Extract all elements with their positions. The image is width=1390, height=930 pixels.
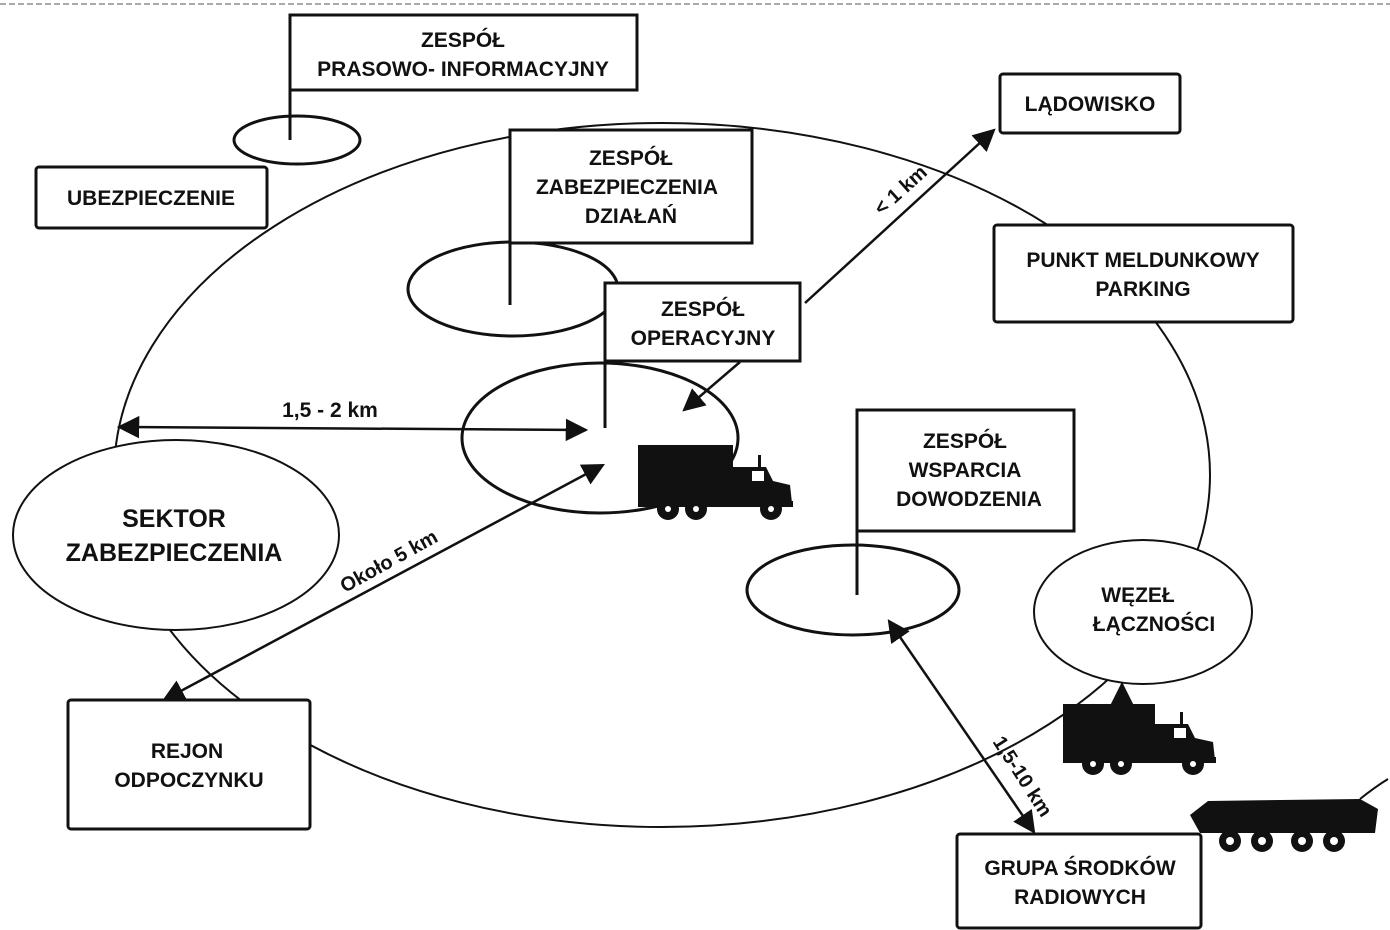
box-rejon-odpoczynku <box>66 698 312 831</box>
truck-icon <box>638 445 793 520</box>
label-zespol-operacyjny-2: OPERACYJNY <box>631 327 776 350</box>
truck-icon-wezel <box>1063 704 1216 775</box>
arrow-to-grupa <box>887 619 1036 834</box>
label-zespol-wsparcia-2: WSPARCIA <box>909 459 1022 482</box>
sektor-zabezpieczenia-ellipse <box>12 439 340 631</box>
label-ubezpieczenie: UBEZPIECZENIE <box>67 187 235 210</box>
box-zespol-zabezpieczenia <box>508 128 754 245</box>
label-zespol-operacyjny-1: ZESPÓŁ <box>661 297 745 321</box>
label-wezel-1: WĘZEŁ <box>1101 584 1175 607</box>
label-sektor-1: SEKTOR <box>122 505 226 533</box>
distance-to-grupa: 1,5-10 km <box>988 733 1056 821</box>
arrow-to-ladowisko <box>804 128 996 304</box>
label-sektor-2: ZABEZPIECZENIA <box>66 539 283 567</box>
wsparcia-ellipse <box>745 543 961 637</box>
label-grupa-1: GRUPA ŚRODKÓW <box>984 856 1176 880</box>
label-zespol-wsparcia-1: ZESPÓŁ <box>923 429 1007 453</box>
label-punkt-meldunkowy-1: PUNKT MELDUNKOWY <box>1026 249 1259 272</box>
apc-icon <box>1190 778 1389 852</box>
box-punkt-meldunkowy <box>992 223 1295 324</box>
box-ubezpieczenie <box>34 165 269 230</box>
label-wezel-2: ŁĄCZNOŚCI <box>1093 612 1216 636</box>
box-grupa-srodkow <box>955 832 1203 930</box>
label-ladowisko: LĄDOWISKO <box>1025 93 1156 116</box>
label-zespol-wsparcia-3: DOWODZENIA <box>896 488 1042 511</box>
distance-to-rejon: Około 5 km <box>337 526 442 598</box>
label-zespol-prasowy-1: ZESPÓŁ <box>421 28 505 52</box>
arrow-edge-distance <box>116 415 589 442</box>
arrow-operacyjny-to-center <box>682 361 741 412</box>
box-zespol-wsparcia <box>855 408 1076 533</box>
arrow-to-rejon <box>162 463 605 702</box>
label-grupa-2: RADIOWYCH <box>1014 886 1146 909</box>
distance-to-ladowisko: < 1 km <box>870 161 931 219</box>
prasowy-ellipse <box>232 114 362 166</box>
label-zespol-zabezpieczenia-3: DZIAŁAŃ <box>585 205 677 228</box>
box-zespol-operacyjny <box>603 281 802 363</box>
label-rejon-2: ODPOCZYNKU <box>114 769 263 792</box>
label-zespol-prasowy-2: PRASOWO- INFORMACYJNY <box>317 58 609 81</box>
distance-to-edge: 1,5 - 2 km <box>282 399 378 422</box>
label-zespol-zabezpieczenia-1: ZESPÓŁ <box>589 146 673 170</box>
label-zespol-zabezpieczenia-2: ZABEZPIECZENIA <box>536 176 718 199</box>
box-zespol-prasowy <box>288 13 639 92</box>
zabezpieczenia-dzialan-ellipse <box>406 240 620 338</box>
wezel-lacznosci-ellipse <box>1033 539 1253 685</box>
label-rejon-1: REJON <box>151 740 223 763</box>
label-punkt-meldunkowy-2: PARKING <box>1095 278 1190 301</box>
box-ladowisko <box>998 72 1182 135</box>
